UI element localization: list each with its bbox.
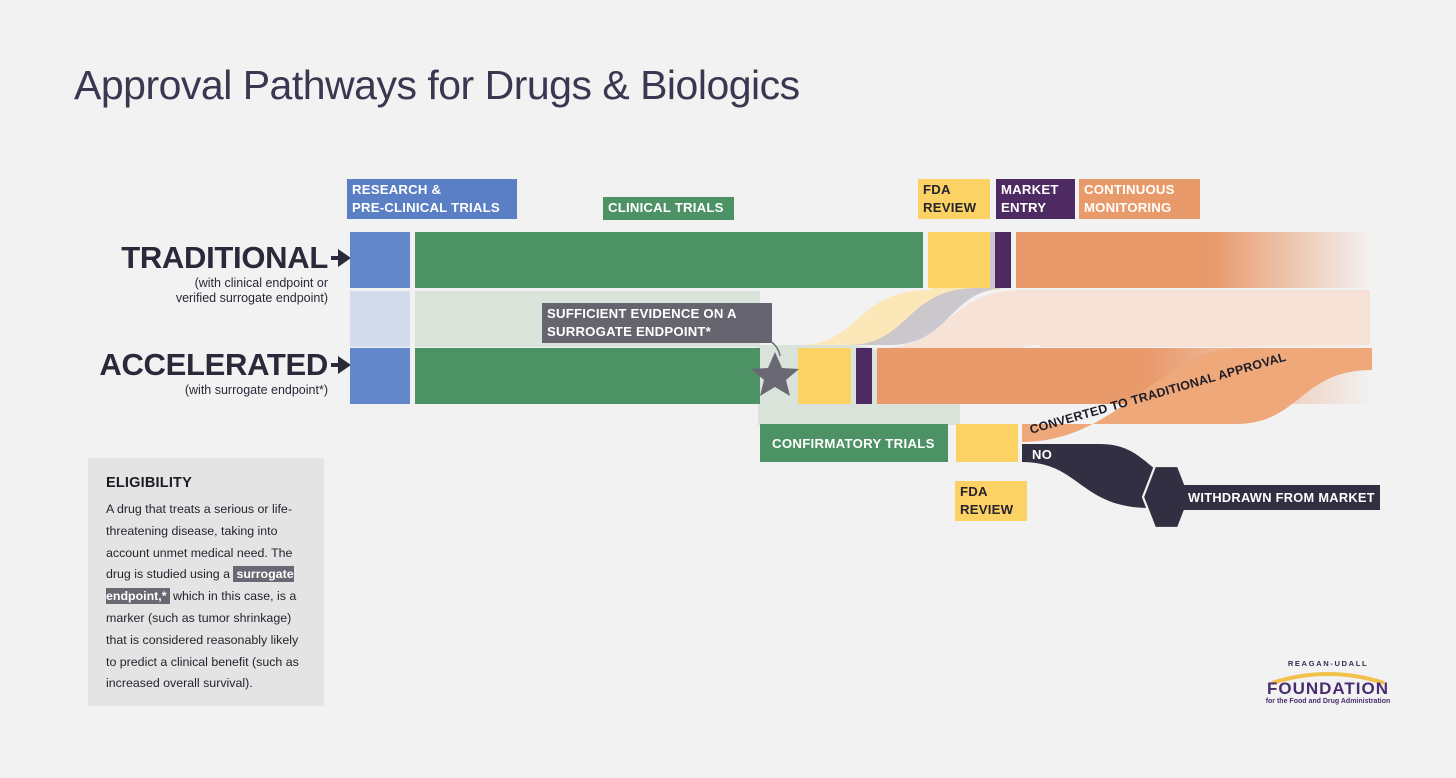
pathway-label-accelerated: ACCELERATED (with surrogate endpoint*) (40, 348, 328, 398)
pathway-name-traditional: TRADITIONAL (121, 240, 328, 275)
stage-chip-fda-review-confirmatory: FDA REVIEW (955, 481, 1027, 521)
stage-chip-fda-review: FDA REVIEW (918, 179, 990, 219)
label-no: NO (1032, 446, 1053, 462)
pathway-qualifier-accelerated: (with surrogate endpoint*) (184, 383, 328, 397)
eligibility-text-part1: A drug that treats a serious or life-thr… (106, 502, 293, 582)
label-confirmatory-trials: CONFIRMATORY TRIALS (772, 435, 935, 451)
bar-traditional-market-entry (995, 232, 1011, 288)
stage-chip-clinical-trials: CLINICAL TRIALS (603, 197, 734, 220)
bar-traditional-research (350, 232, 410, 288)
arrow-head-traditional (338, 249, 351, 267)
bar-accelerated-market-entry (856, 348, 872, 404)
bar-confirmatory-trials (760, 424, 948, 462)
bar-withdrawn-from-market (1180, 485, 1380, 510)
pathway-qualifier-traditional: (with clinical endpoint or verified surr… (175, 276, 328, 305)
logo-arc-icon (1271, 672, 1385, 685)
eligibility-panel: ELIGIBILITY A drug that treats a serious… (88, 458, 324, 706)
eligibility-heading: ELIGIBILITY (106, 475, 192, 491)
bar-accelerated-clinical-trials (415, 348, 760, 404)
stage-chip-research: RESEARCH & PRE-CLINICAL TRIALS (347, 179, 517, 219)
label-withdrawn-from-market: WITHDRAWN FROM MARKET (1188, 490, 1375, 505)
stage-chip-continuous-monitoring: CONTINUOUS MONITORING (1079, 179, 1200, 219)
pathway-name-accelerated: ACCELERATED (99, 347, 328, 382)
bar-accelerated-fda-review (798, 348, 851, 404)
stage-chip-market-entry: MARKET ENTRY (996, 179, 1075, 219)
callout-surrogate-evidence: SUFFICIENT EVIDENCE ON A SURROGATE ENDPO… (542, 303, 772, 343)
band-pale-research (350, 291, 410, 347)
page-title: Approval Pathways for Drugs & Biologics (74, 62, 800, 108)
logo-line-3: for the Food and Drug Administration (1265, 698, 1391, 705)
bar-accelerated-research (350, 348, 410, 404)
bar-confirmatory-fda-review (956, 424, 1018, 462)
eligibility-text-part2: which in this case, is a marker (such as… (106, 589, 299, 691)
band-pale-monitoring (1040, 291, 1372, 347)
bar-traditional-clinical-trials (415, 232, 923, 288)
bar-traditional-fda-review (928, 232, 990, 288)
pathway-label-traditional: TRADITIONAL (with clinical endpoint or v… (56, 241, 328, 306)
arrow-head-accelerated (338, 356, 351, 374)
logo-line-1: REAGAN-UDALL (1287, 659, 1369, 668)
logo-line-2: FOUNDATION (1266, 679, 1390, 698)
bar-traditional-continuous-monitoring (1016, 232, 1372, 288)
reagan-udall-logo: REAGAN-UDALL FOUNDATION for the Food and… (1262, 655, 1394, 707)
eligibility-text: A drug that treats a serious or life-thr… (106, 499, 304, 695)
